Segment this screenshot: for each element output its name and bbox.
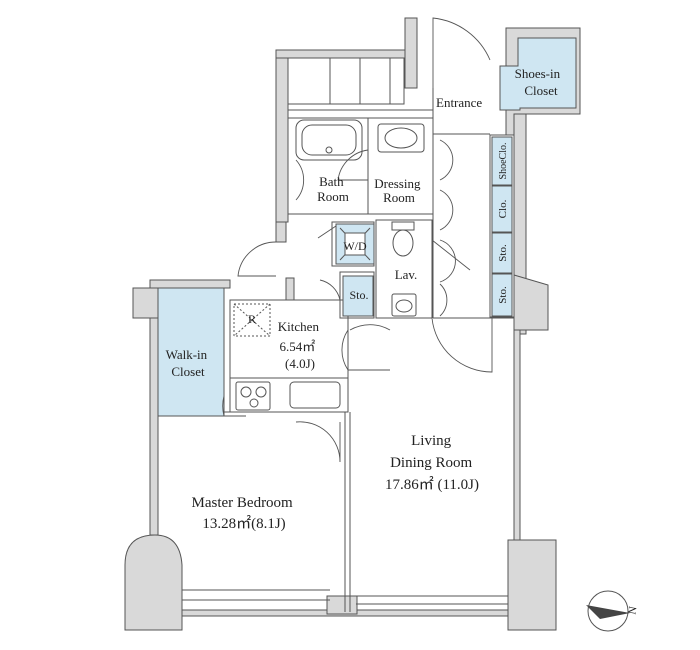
lavatory-label: Lav. xyxy=(395,267,418,282)
sto-right-1-area xyxy=(491,232,513,274)
living-dining-label: Living Dining Room 17.86㎡ (11.0J) xyxy=(385,433,479,493)
doors xyxy=(222,17,493,463)
shoe-clo-label: ShoeClo. xyxy=(498,143,509,180)
walk-in-closet xyxy=(157,287,225,417)
shoes-in-closet xyxy=(499,37,577,111)
sto-right-2-area xyxy=(491,273,513,317)
kitchen-sink xyxy=(289,381,341,409)
toilet-tank xyxy=(391,221,415,231)
toilet-bowl xyxy=(392,229,414,257)
room-labels: Entrance Shoes-in Closet ShoeClo. Clo. S… xyxy=(166,66,564,532)
sto-right-1-label: Sto. xyxy=(497,244,509,262)
shoes-in-closet-label: Shoes-in Closet xyxy=(515,66,564,98)
bath-room-label: Bath Room xyxy=(317,174,349,204)
entrance-label: Entrance xyxy=(436,95,482,110)
closets xyxy=(157,37,577,417)
sto-right-2-label: Sto. xyxy=(497,286,509,304)
washer-dryer-label: W/D xyxy=(343,239,367,253)
refrigerator-label: R xyxy=(248,312,256,326)
interior-walls xyxy=(158,57,515,612)
clo-area xyxy=(491,185,513,233)
fixtures xyxy=(233,119,425,411)
shoe-clo-area xyxy=(491,136,513,186)
compass-circle xyxy=(587,590,629,632)
walk-in-closet-label: Walk-in Closet xyxy=(166,347,211,379)
compass: N xyxy=(586,590,640,632)
kitchen-label: Kitchen 6.54㎡ (4.0J) xyxy=(278,319,322,371)
sto-left-area xyxy=(342,275,374,317)
sto-left-label: Sto. xyxy=(349,288,368,302)
exterior-walls xyxy=(124,17,581,631)
clo-label: Clo. xyxy=(497,199,509,218)
compass-needle-icon xyxy=(586,605,630,619)
master-bedroom-label: Master Bedroom 13.28㎡(8.1J) xyxy=(192,495,297,532)
compass-north-label: N xyxy=(626,605,639,615)
dressing-room-label: Dressing Room xyxy=(374,176,423,205)
